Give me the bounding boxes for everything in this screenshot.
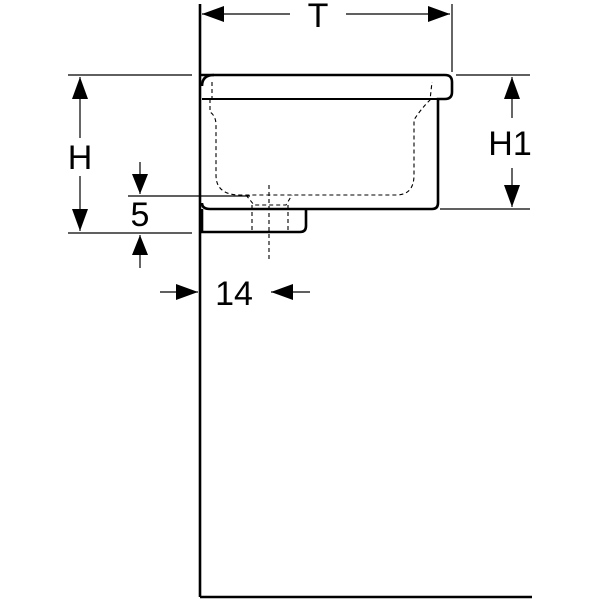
t-label: T bbox=[308, 0, 329, 35]
h1-label: H1 bbox=[488, 125, 531, 163]
fourteen-arrow-left bbox=[176, 284, 198, 300]
h1-arrow-bottom bbox=[504, 185, 520, 207]
h-arrow-bottom bbox=[72, 209, 88, 231]
h-label: H bbox=[68, 139, 93, 177]
fourteen-label: 14 bbox=[215, 275, 253, 313]
five-arrow-bottom bbox=[132, 235, 148, 255]
t-arrow-left bbox=[202, 6, 224, 22]
h-arrow-top bbox=[72, 77, 88, 99]
fourteen-arrow-right bbox=[271, 284, 293, 300]
t-arrow-right bbox=[428, 6, 450, 22]
drain-hidden bbox=[245, 194, 293, 206]
outlet-stub bbox=[200, 209, 308, 234]
drain-pipe-hidden bbox=[251, 205, 289, 232]
h1-arrow-top bbox=[504, 77, 520, 99]
inner-bowl-hidden bbox=[209, 81, 433, 196]
five-label: 5 bbox=[131, 196, 150, 234]
five-arrow-top bbox=[132, 174, 148, 194]
basin-outline bbox=[200, 73, 454, 211]
basin-rim-corner bbox=[200, 73, 215, 87]
